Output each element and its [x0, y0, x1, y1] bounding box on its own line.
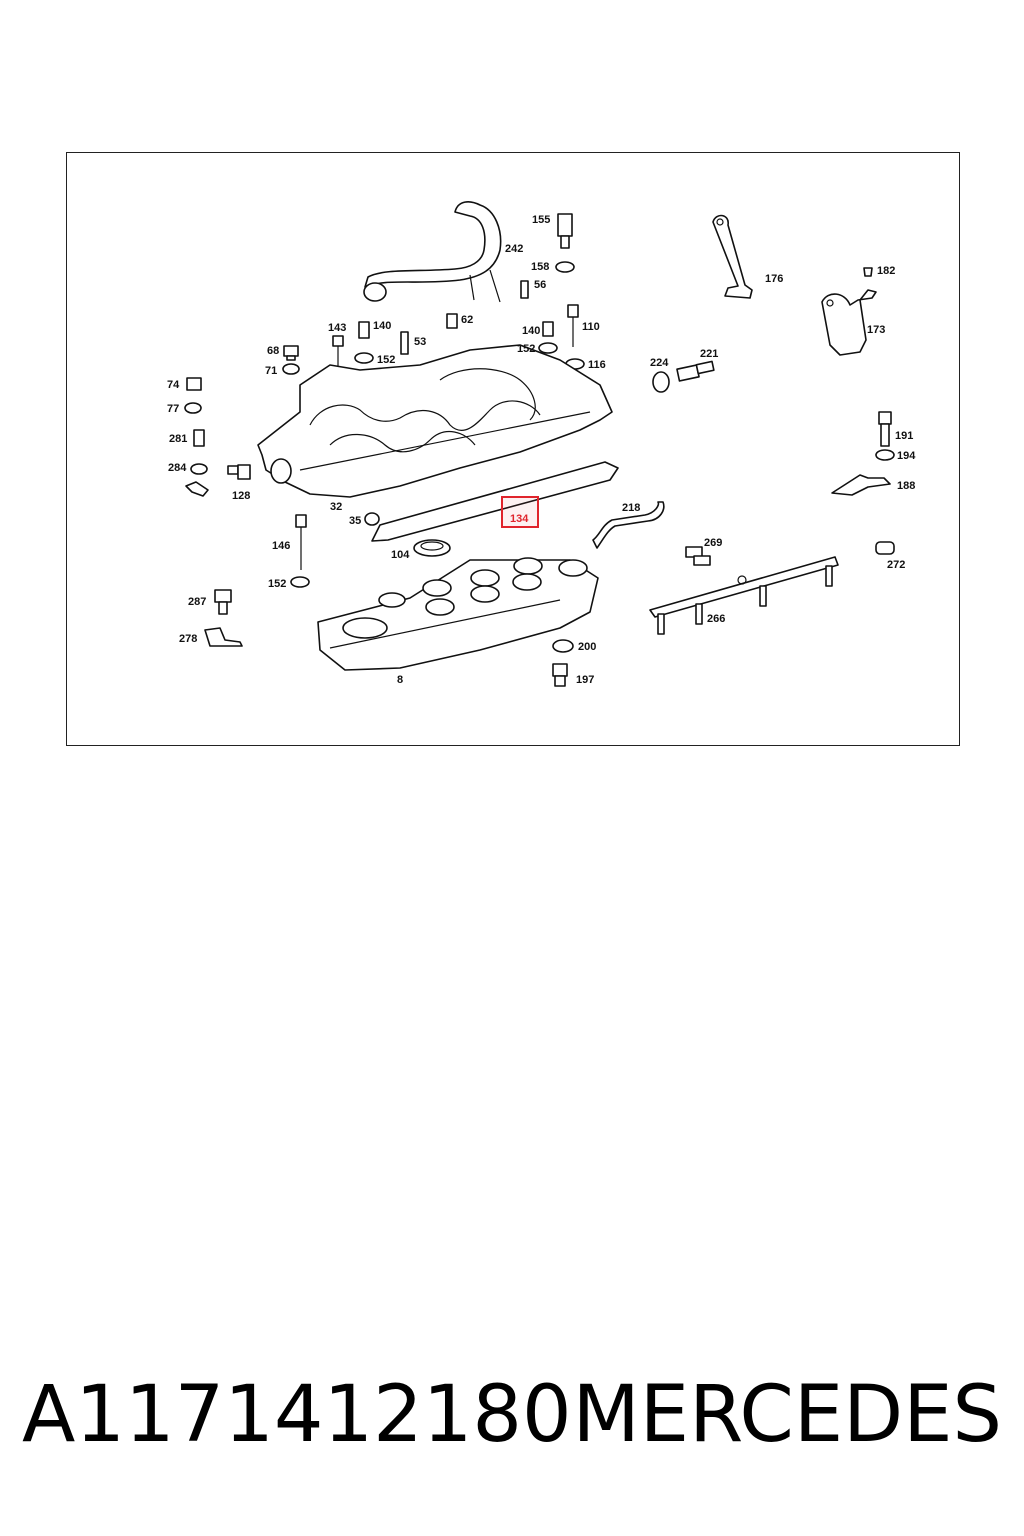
lower-manifold-8[interactable]	[317, 557, 599, 671]
callout-197: 197	[576, 674, 594, 686]
callout-8: 8	[397, 674, 403, 686]
mount-128[interactable]	[227, 464, 251, 480]
hose-242[interactable]	[363, 201, 502, 303]
callout-155: 155	[532, 214, 550, 226]
callout-266: 266	[707, 613, 725, 625]
brand-name: MERCEDES	[572, 1370, 1003, 1460]
clip[interactable]	[185, 481, 209, 497]
callout-104: 104	[391, 549, 410, 561]
callout-77: 77	[167, 403, 179, 415]
washer-152-left[interactable]	[354, 352, 374, 364]
callout-134-highlighted[interactable]: 134	[510, 513, 529, 525]
bolt-62[interactable]	[446, 313, 458, 329]
callout-140-right: 140	[522, 325, 540, 337]
callout-56: 56	[534, 279, 546, 291]
seal-ring-104[interactable]	[413, 539, 451, 557]
valve-269[interactable]	[685, 546, 711, 566]
callout-152-left: 152	[377, 354, 395, 366]
sensor-221[interactable]	[676, 360, 715, 382]
callout-269: 269	[704, 537, 722, 549]
callout-68: 68	[267, 345, 279, 357]
callout-173: 173	[867, 324, 885, 336]
callout-53: 53	[414, 336, 426, 348]
washer-158[interactable]	[555, 261, 575, 273]
washer-152-right[interactable]	[538, 342, 558, 354]
bracket-278[interactable]	[204, 627, 243, 647]
callout-176: 176	[765, 273, 783, 285]
bolt-140-right[interactable]	[542, 321, 554, 337]
washer-284[interactable]	[190, 463, 208, 475]
washer-194[interactable]	[875, 449, 895, 461]
bolt-74[interactable]	[186, 377, 202, 391]
callout-182: 182	[877, 265, 895, 277]
callout-140-left: 140	[373, 320, 391, 332]
bolt-191[interactable]	[878, 411, 892, 447]
bolt-287[interactable]	[214, 589, 232, 615]
highlight-box-134	[501, 496, 539, 528]
pin-56[interactable]	[520, 280, 529, 299]
washer-71[interactable]	[282, 363, 300, 375]
callout-32: 32	[330, 501, 342, 513]
callout-242: 242	[505, 243, 523, 255]
bracket-173[interactable]	[821, 289, 877, 356]
pin-53[interactable]	[400, 331, 409, 355]
plug-197[interactable]	[552, 663, 568, 687]
callout-287: 287	[188, 596, 206, 608]
bracket-188[interactable]	[831, 474, 891, 496]
callout-143: 143	[328, 322, 346, 334]
callout-194: 194	[897, 450, 916, 462]
callout-191: 191	[895, 430, 913, 442]
bolt-146[interactable]	[295, 514, 307, 570]
screw-182[interactable]	[863, 267, 873, 277]
fuel-rail-266[interactable]	[649, 556, 839, 635]
callout-221: 221	[700, 348, 718, 360]
callout-110: 110	[582, 321, 600, 333]
callout-281: 281	[169, 433, 187, 445]
callout-224: 224	[650, 357, 669, 369]
callout-128: 128	[232, 490, 250, 502]
bolt-140-left[interactable]	[358, 321, 370, 339]
callout-35: 35	[349, 515, 361, 527]
callout-284: 284	[168, 462, 187, 474]
parts-diagram: 242 155 158 56 176 182 173 62 143 140 53…	[167, 201, 916, 687]
washer-224[interactable]	[652, 371, 670, 393]
caption: A1171412180 MERCEDES	[0, 1370, 1024, 1470]
callout-278: 278	[179, 633, 197, 645]
callout-200: 200	[578, 641, 596, 653]
plug-35[interactable]	[364, 512, 380, 526]
washer-200[interactable]	[552, 639, 574, 653]
cap-272[interactable]	[875, 541, 895, 555]
gasket-134[interactable]	[371, 461, 619, 542]
bolt-281[interactable]	[193, 429, 205, 447]
callout-188: 188	[897, 480, 915, 492]
part-number: A1171412180	[22, 1370, 572, 1460]
callout-146: 146	[272, 540, 290, 552]
tube-218[interactable]	[592, 501, 665, 549]
washer-152-lower[interactable]	[290, 576, 310, 588]
callout-152-right: 152	[517, 343, 535, 355]
callout-116: 116	[588, 359, 606, 371]
callout-74: 74	[167, 379, 180, 391]
fitting-155[interactable]	[557, 213, 573, 249]
callout-152-lower: 152	[268, 578, 286, 590]
callout-71: 71	[265, 365, 277, 377]
callout-272: 272	[887, 559, 905, 571]
bolt-110[interactable]	[567, 304, 579, 347]
washer-77[interactable]	[184, 402, 202, 414]
bracket-176[interactable]	[712, 214, 753, 299]
callout-218: 218	[622, 502, 640, 514]
callout-62: 62	[461, 314, 473, 326]
callout-158: 158	[531, 261, 549, 273]
bolt-68[interactable]	[283, 345, 299, 361]
upper-manifold[interactable]	[257, 344, 613, 498]
